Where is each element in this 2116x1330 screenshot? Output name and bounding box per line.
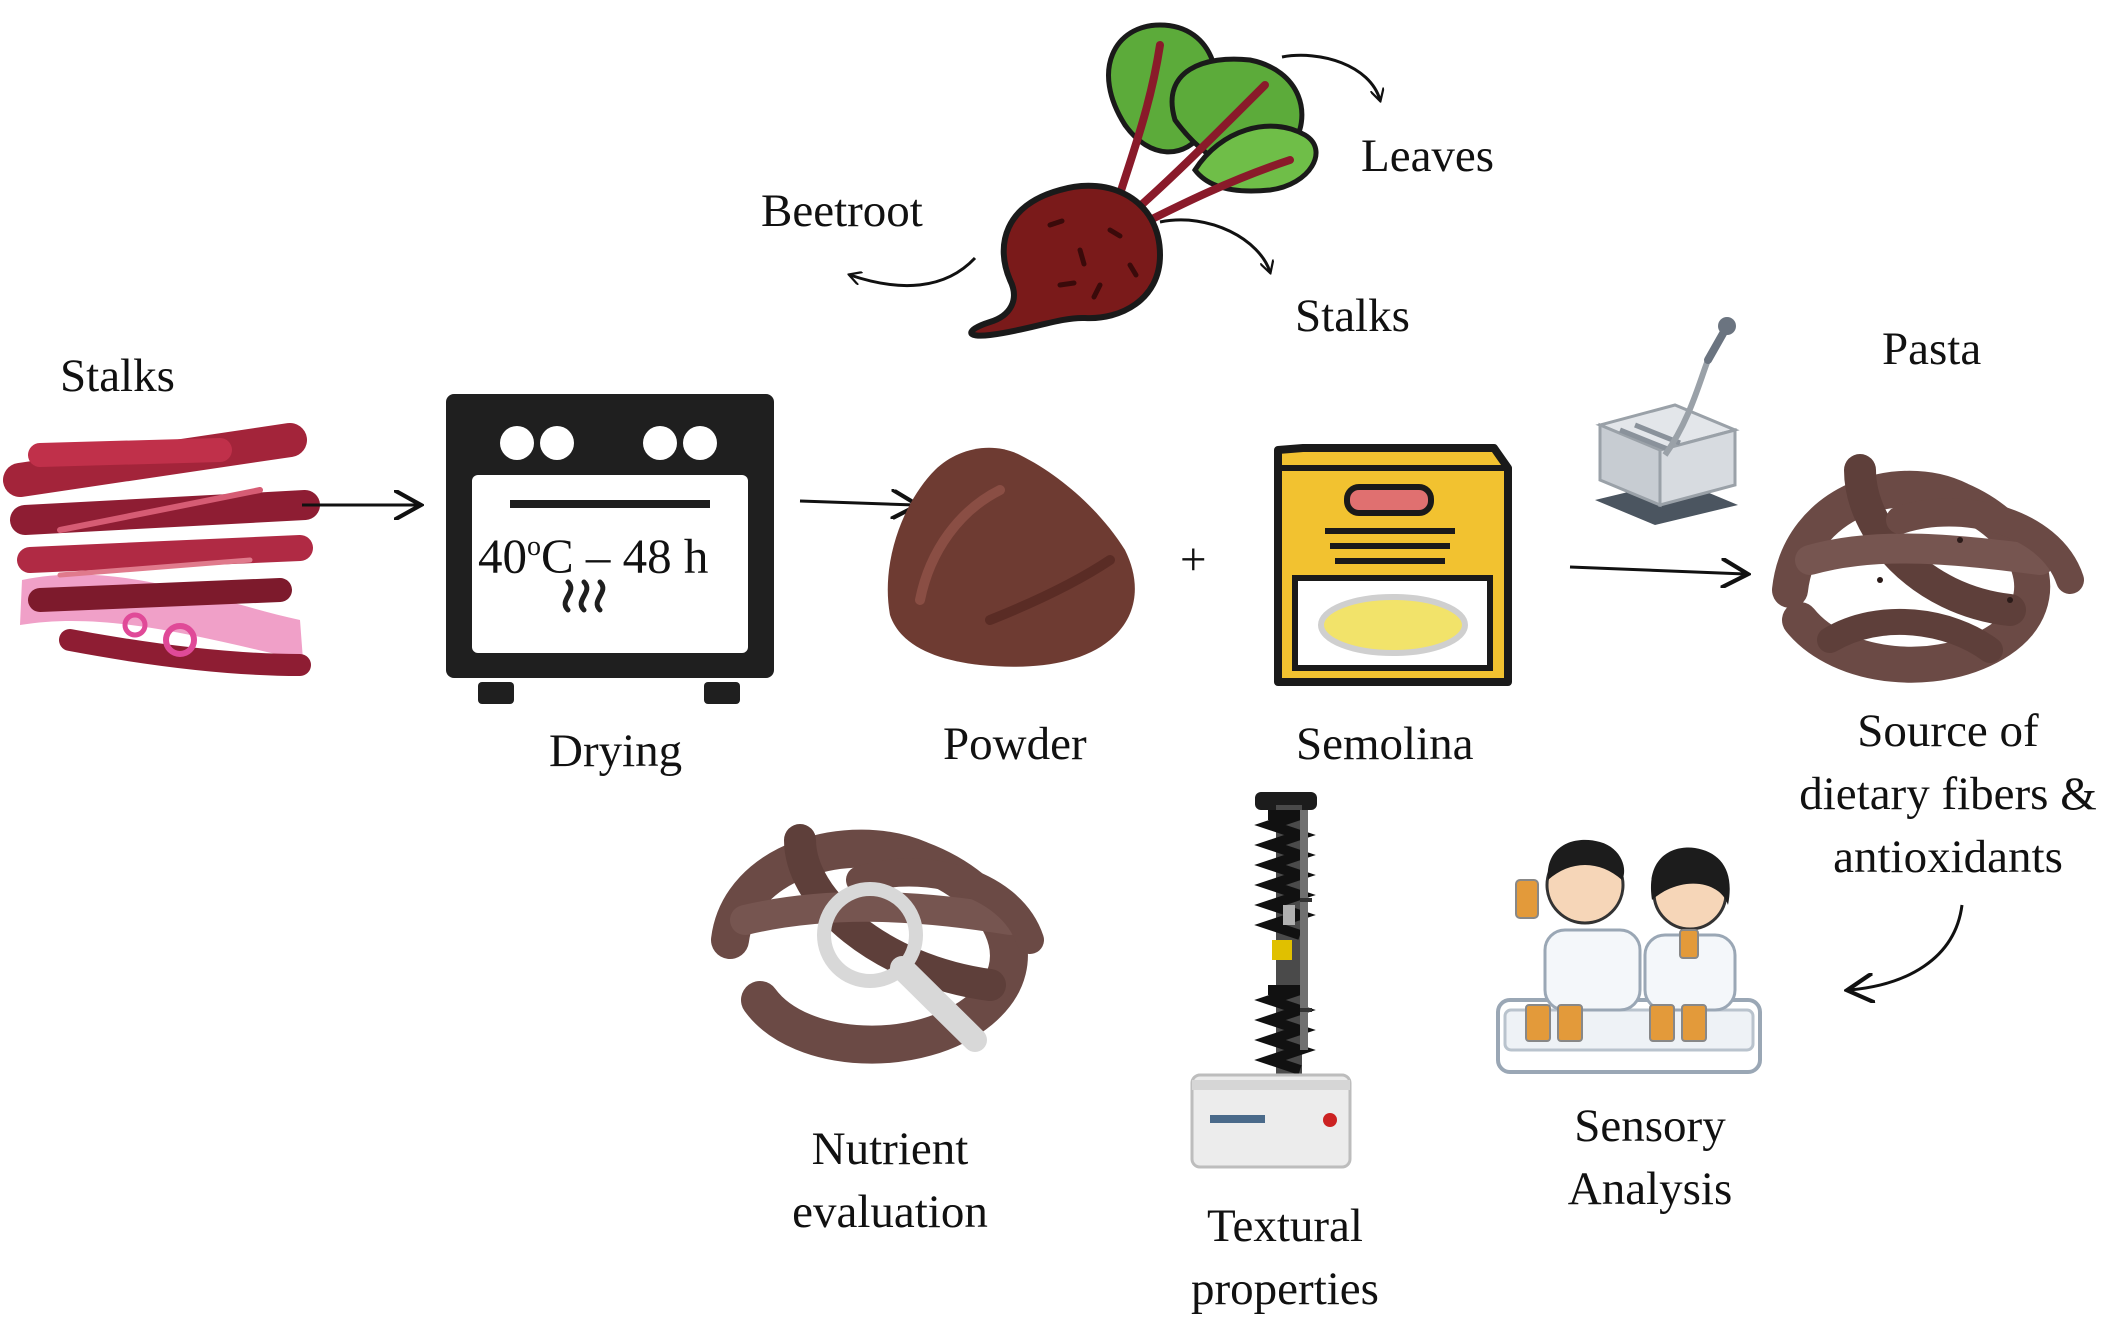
beet-leaf-right xyxy=(1191,123,1319,194)
plus-sign: + xyxy=(1180,534,1207,586)
arrow-drying-to-powder xyxy=(799,501,915,505)
oven-temperature-label: 40oC – 48 h xyxy=(478,528,709,584)
leaves-label: Leaves xyxy=(1361,130,1495,182)
drying-oven-icon xyxy=(446,394,774,704)
beet-root xyxy=(968,182,1164,339)
beet-stalks-photo xyxy=(3,423,320,676)
texture-line-2: properties xyxy=(1191,1263,1379,1315)
arrow-to-leaves xyxy=(1281,53,1380,100)
powder-pile xyxy=(887,447,1135,667)
powder-label: Powder xyxy=(943,718,1087,770)
arrow-benefits-to-sensory xyxy=(1850,904,1964,990)
benefits-label: Source of dietary fibers & antioxidants xyxy=(1783,700,2113,889)
pasta-machine-icon xyxy=(1595,317,1740,525)
benefits-line-2: dietary fibers & xyxy=(1799,768,2097,820)
sensory-panel-icon xyxy=(1496,839,1762,1074)
semolina-box xyxy=(1274,444,1512,686)
beetroot-label: Beetroot xyxy=(761,185,923,237)
semolina-label: Semolina xyxy=(1296,718,1474,770)
arrow-to-pasta xyxy=(1569,567,1745,574)
arrow-to-beetroot xyxy=(850,256,977,288)
beet-stem-3 xyxy=(1136,156,1294,229)
textural-properties-label: Textural properties xyxy=(1155,1195,1415,1321)
pasta-nest xyxy=(1772,454,2084,683)
nutrient-evaluation-label: Nutrient evaluation xyxy=(760,1118,1020,1244)
drying-label: Drying xyxy=(549,725,683,777)
stalks-top-label: Stalks xyxy=(1295,290,1410,342)
sensory-analysis-label: Sensory Analysis xyxy=(1520,1095,1780,1221)
nutrient-line-1: Nutrient xyxy=(811,1123,969,1175)
benefits-line-1: Source of xyxy=(1857,705,2039,757)
beetroot-illustration xyxy=(968,22,1319,339)
stalks-label: Stalks xyxy=(60,350,175,402)
sensory-line-2: Analysis xyxy=(1567,1163,1733,1215)
beet-stem-2 xyxy=(1126,81,1269,219)
pasta-magnifier-icon xyxy=(711,824,1044,1064)
sensory-line-1: Sensory xyxy=(1574,1100,1726,1152)
texture-line-1: Textural xyxy=(1207,1200,1363,1252)
pasta-label: Pasta xyxy=(1882,323,1982,375)
benefits-line-3: antioxidants xyxy=(1833,831,2063,883)
nutrient-line-2: evaluation xyxy=(792,1186,988,1238)
arrow-to-stalks-top xyxy=(1159,218,1270,272)
texture-analyzer-icon xyxy=(1190,792,1352,1169)
